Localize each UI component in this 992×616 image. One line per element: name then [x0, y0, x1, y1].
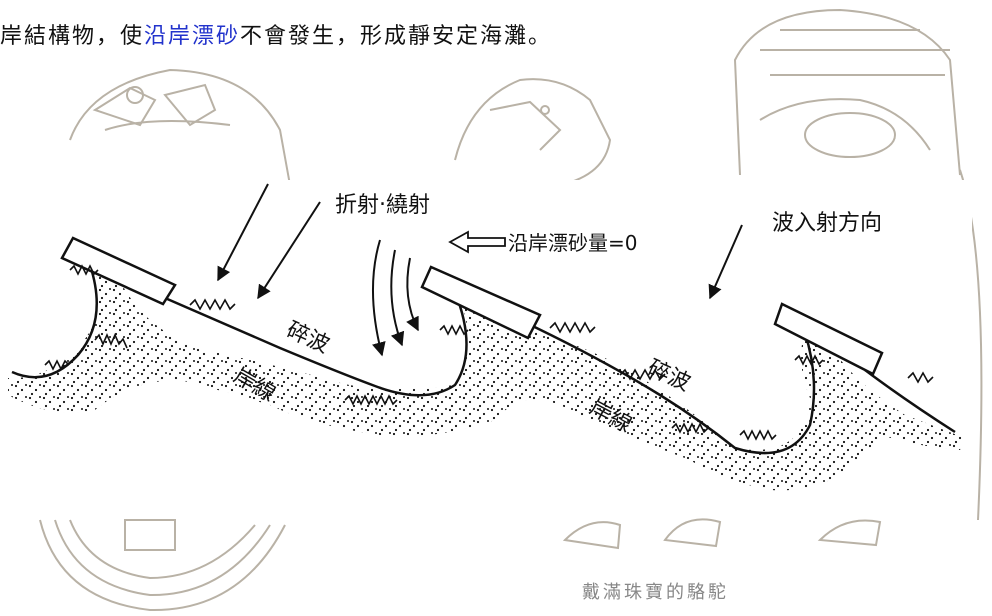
breaker-waves: [44, 264, 934, 441]
sand-band: [8, 268, 965, 491]
coastal-diagram: 折射‧繞射 波入射方向 沿岸漂砂量=0 碎波 岸線 碎波 岸線: [0, 180, 972, 513]
wave-arrows: [217, 183, 743, 357]
coastal-diagram-svg: 折射‧繞射 波入射方向 沿岸漂砂量=0 碎波 岸線 碎波 岸線: [8, 183, 965, 491]
headline-text: 岸結構物，使沿岸漂砂不會發生，形成靜安定海灘。: [0, 18, 552, 50]
headline-highlight: 沿岸漂砂: [144, 24, 241, 49]
longshore-arrow: [448, 230, 506, 254]
headline-after: 不會發生，形成靜安定海灘。: [240, 24, 553, 49]
headline-before: 岸結構物，使: [0, 24, 145, 49]
sketch-caption: 戴滿珠寶的駱駝: [582, 582, 729, 603]
refraction-label: 折射‧繞射: [335, 193, 430, 218]
breakwater: [60, 236, 884, 376]
shoreline-line: [11, 264, 956, 455]
wave-direction-label: 波入射方向: [772, 211, 882, 236]
longshore-transport-label: 沿岸漂砂量=0: [508, 231, 637, 255]
